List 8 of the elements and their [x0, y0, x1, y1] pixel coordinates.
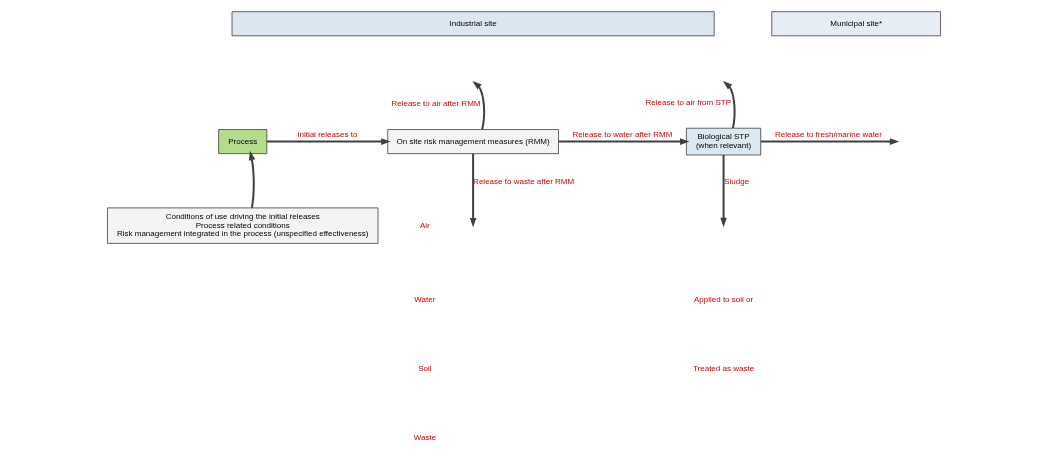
arrow: [722, 80, 736, 128]
arrow: [558, 137, 690, 145]
arrow: [469, 153, 477, 227]
arrow: [720, 154, 727, 227]
arrow: [266, 137, 391, 145]
arrow: [472, 80, 486, 130]
arrow: [248, 150, 256, 208]
arrow: [760, 137, 900, 145]
